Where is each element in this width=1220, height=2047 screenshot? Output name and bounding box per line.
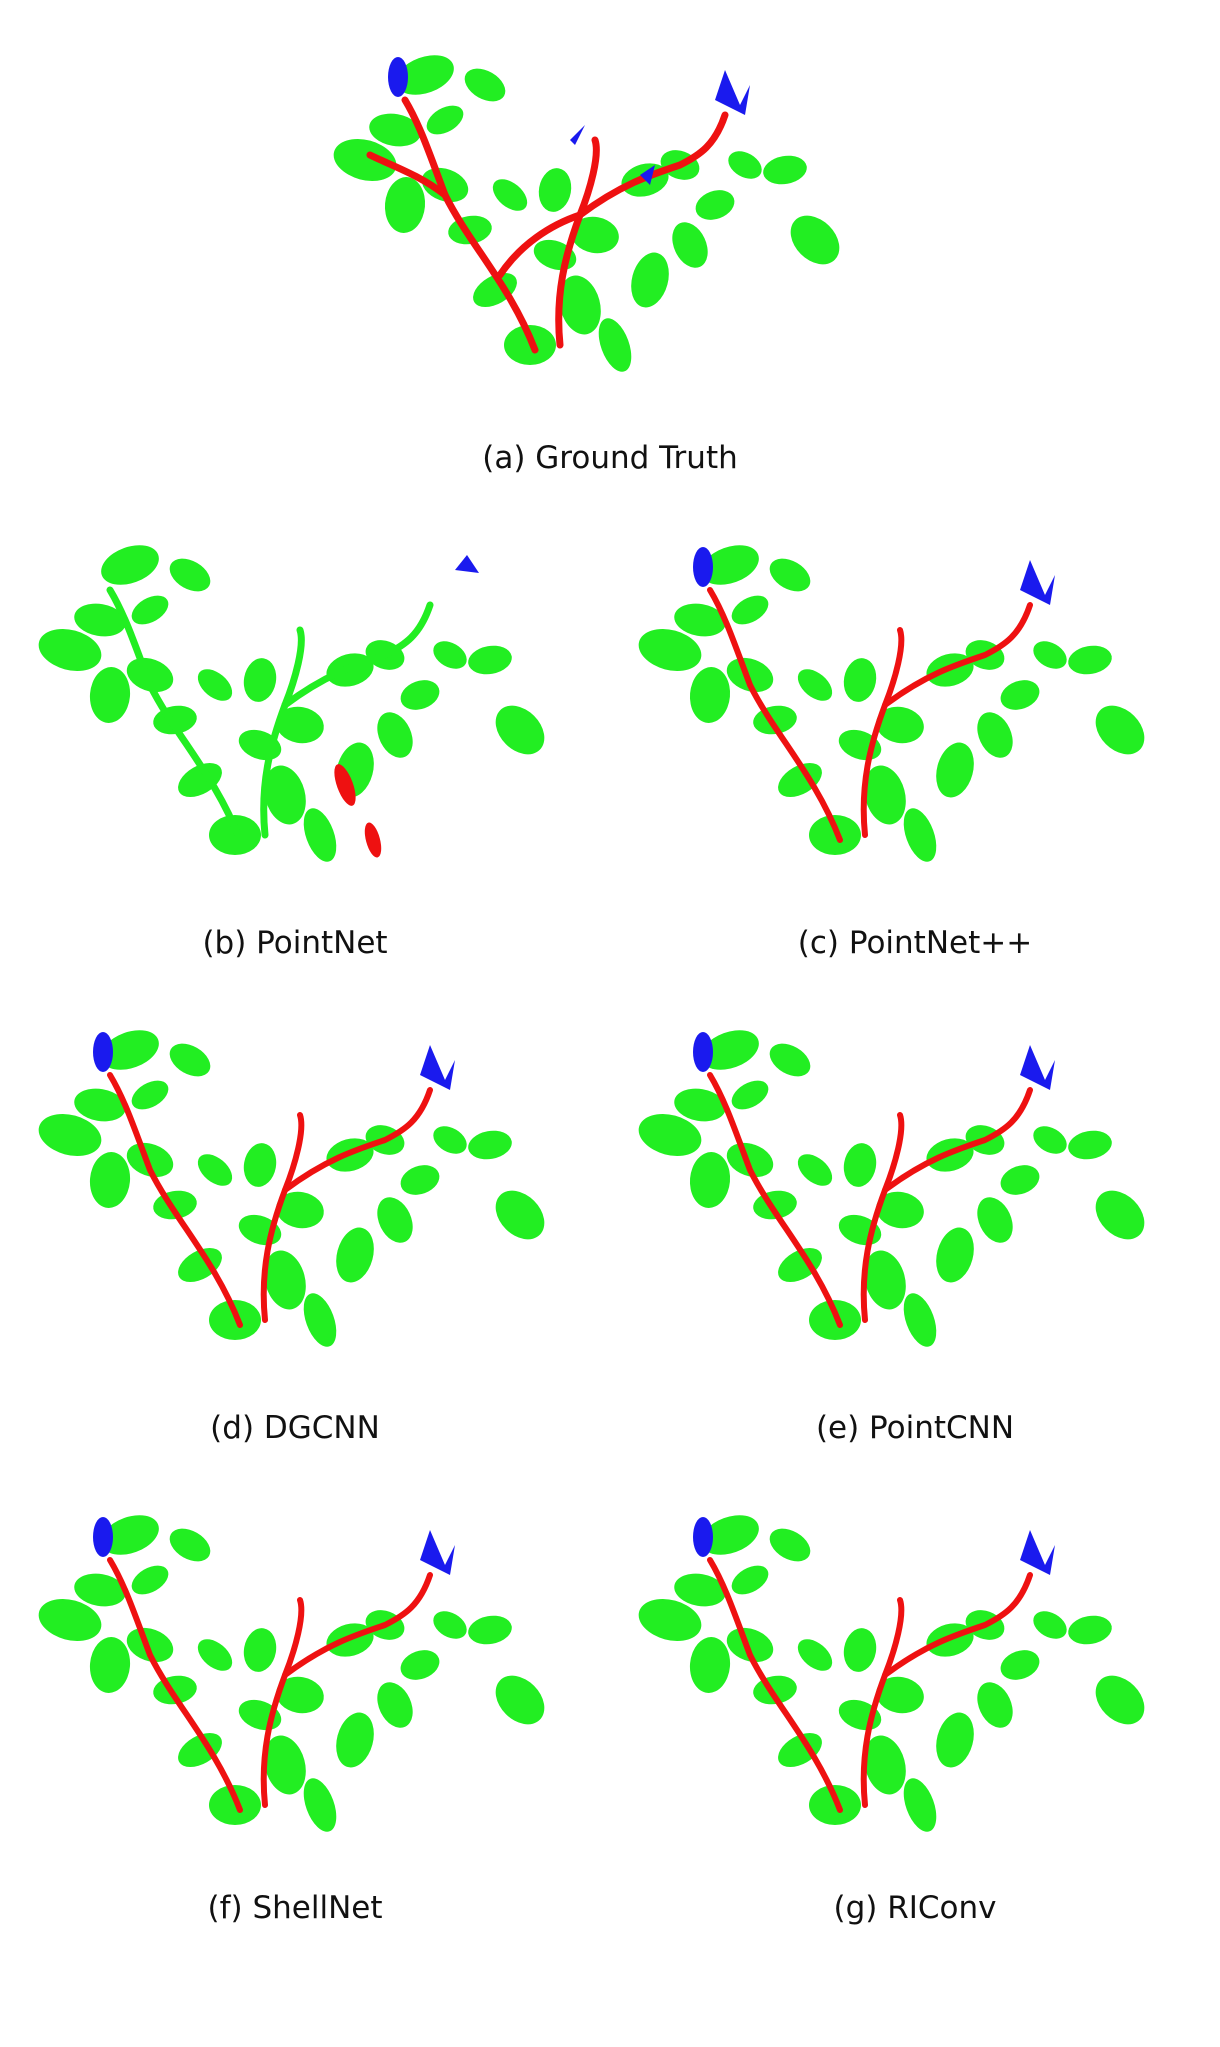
plant-point-cloud [33,537,554,867]
plant-point-cloud [328,47,849,377]
caption-d: (d) DGCNN [210,1410,380,1446]
plant-point-cloud [633,537,1154,867]
caption-c: (c) PointNet++ [797,925,1033,961]
panel-b [33,535,554,867]
panel-e [633,1020,1154,1352]
caption-f: (f) ShellNet [207,1890,383,1926]
caption-a: (a) Ground Truth [482,440,738,476]
panel-g [633,1505,1154,1837]
caption-g: (g) RIConv [833,1890,997,1926]
caption-e: (e) PointCNN [815,1410,1015,1446]
caption-b: (b) PointNet [202,925,388,961]
panel-d [33,1020,554,1352]
plant-point-cloud [633,1507,1154,1837]
panel-a [328,45,849,377]
plant-point-cloud [33,1022,554,1352]
plant-point-cloud [33,1507,554,1837]
plant-point-cloud [633,1022,1154,1352]
panel-f [33,1505,554,1837]
panel-c [633,535,1154,867]
